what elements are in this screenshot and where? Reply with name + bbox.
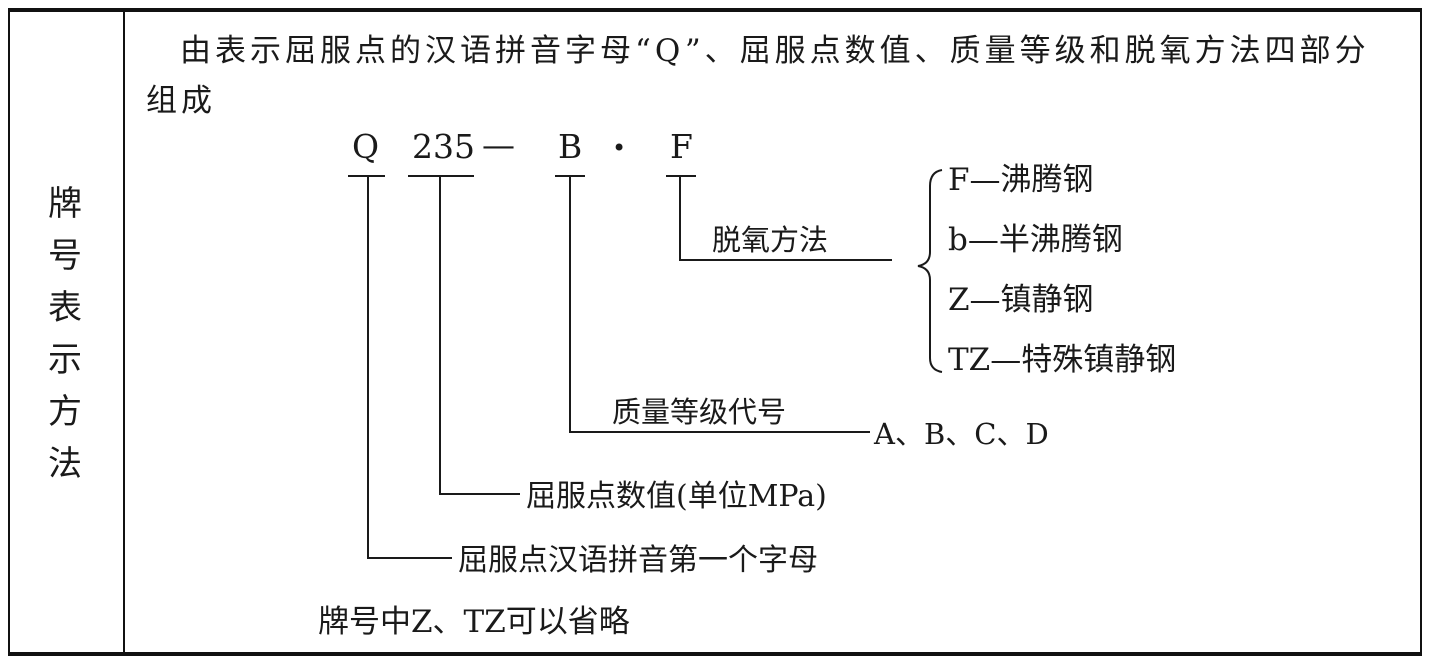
deox-option: F—沸腾钢 bbox=[948, 162, 1094, 198]
designation-value: 235 bbox=[412, 127, 475, 166]
leader-method bbox=[679, 176, 892, 261]
description-text: 由表示屈服点的汉语拼音字母“Q”、屈服点数值、质量等级和脱氧方法四部分组成 bbox=[146, 33, 1370, 119]
row-label-char: 表 bbox=[48, 288, 82, 328]
leader-value bbox=[439, 176, 520, 495]
label-deoxidation: 脱氧方法 bbox=[712, 223, 828, 257]
designation-method: F bbox=[670, 127, 693, 166]
options-brace bbox=[917, 169, 943, 373]
row-label-char: 法 bbox=[48, 444, 82, 484]
row-label-char: 方 bbox=[48, 392, 82, 432]
label-yield-value: 屈服点数值(单位MPa) bbox=[526, 479, 827, 514]
deox-option: TZ—特殊镇静钢 bbox=[948, 342, 1176, 378]
designation-dot: • bbox=[612, 134, 626, 162]
row-label-char: 号 bbox=[48, 236, 82, 276]
table-frame bbox=[8, 8, 1422, 656]
column-divider bbox=[123, 8, 125, 656]
row-label-char: 牌 bbox=[48, 184, 82, 224]
label-quality-values: A、B、C、D bbox=[873, 417, 1049, 451]
omission-note: 牌号中Z、TZ可以省略 bbox=[318, 604, 630, 640]
designation-grade: B bbox=[558, 127, 582, 166]
label-q-letter: 屈服点汉语拼音第一个字母 bbox=[458, 543, 818, 578]
row-label-char: 示 bbox=[48, 340, 82, 380]
row-label: 牌 号 表 示 方 法 bbox=[40, 178, 90, 490]
deox-option: Z—镇静钢 bbox=[948, 282, 1094, 318]
connector-lines bbox=[348, 169, 943, 559]
deox-option: b—半沸腾钢 bbox=[948, 222, 1123, 258]
leader-q bbox=[367, 176, 452, 559]
label-quality-grade: 质量等级代号 bbox=[612, 395, 786, 429]
designation-q: Q bbox=[352, 127, 379, 166]
leader-grade bbox=[569, 176, 870, 433]
designation-dash: — bbox=[482, 125, 515, 164]
